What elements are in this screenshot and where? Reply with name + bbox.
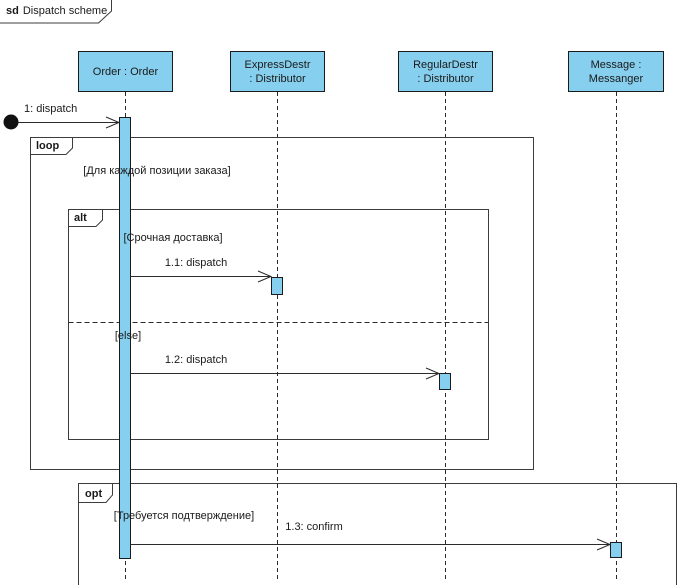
lifeline-label: ExpressDestr bbox=[244, 58, 311, 71]
activation-order[interactable] bbox=[119, 117, 131, 559]
alt-fragment-frame[interactable] bbox=[68, 209, 489, 440]
message-1-1-dispatch-arrow[interactable] bbox=[130, 270, 273, 283]
open-arrowhead-icon bbox=[105, 116, 121, 129]
message-1-2-dispatch-arrow[interactable] bbox=[130, 367, 441, 380]
message-label: 1.2: dispatch bbox=[164, 354, 228, 366]
opt-operator-pentagon[interactable] bbox=[78, 483, 113, 503]
lifeline-head-message[interactable]: Message : Messanger bbox=[568, 51, 664, 92]
open-arrowhead-icon bbox=[596, 538, 612, 551]
open-arrowhead-icon bbox=[425, 367, 441, 380]
lifeline-head-order[interactable]: Order : Order bbox=[78, 51, 173, 92]
open-arrowhead-icon bbox=[257, 270, 273, 283]
lifeline-head-express[interactable]: ExpressDestr : Distributor bbox=[230, 51, 325, 92]
lifeline-label: Messanger bbox=[588, 72, 644, 85]
found-message-circle bbox=[3, 114, 19, 130]
lifeline-label: : Distributor bbox=[417, 72, 474, 85]
lifeline-label: Order : Order bbox=[92, 65, 159, 78]
lifeline-head-regular[interactable]: RegularDestr : Distributor bbox=[398, 51, 493, 92]
alt-guard1-label: [Срочная доставка] bbox=[123, 232, 223, 244]
loop-operator-pentagon[interactable] bbox=[30, 137, 73, 155]
message-label: 1.3: confirm bbox=[285, 521, 343, 533]
alt-operator-pentagon[interactable] bbox=[68, 209, 103, 227]
frame-title-pentagon bbox=[0, 0, 112, 24]
opt-operator-label: opt bbox=[85, 487, 103, 500]
lifeline-label: Message : bbox=[590, 58, 642, 71]
opt-guard-label: [Требуется подтверждение] bbox=[113, 510, 255, 522]
alt-operator-label: alt bbox=[74, 212, 87, 224]
message-label: 1.1: dispatch bbox=[164, 257, 228, 269]
lifeline-label: : Distributor bbox=[249, 72, 306, 85]
frame-title-text: Dispatch scheme bbox=[22, 5, 108, 17]
loop-fragment-frame[interactable] bbox=[30, 137, 534, 470]
alt-guard2-label: [else] bbox=[114, 330, 142, 342]
message-1-3-confirm-arrow[interactable] bbox=[130, 538, 612, 551]
opt-fragment-frame[interactable] bbox=[78, 483, 677, 585]
frame-keyword: sd bbox=[6, 5, 19, 17]
loop-guard-label: [Для каждой позиции заказа] bbox=[83, 165, 231, 177]
loop-operator-label: loop bbox=[36, 140, 60, 152]
activation-message[interactable] bbox=[610, 542, 622, 558]
message-1-dispatch-arrow[interactable] bbox=[3, 114, 121, 130]
lifeline-label: RegularDestr bbox=[413, 58, 478, 71]
activation-express[interactable] bbox=[271, 277, 283, 295]
activation-regular[interactable] bbox=[439, 373, 451, 390]
message-label: 1: dispatch bbox=[24, 103, 78, 115]
